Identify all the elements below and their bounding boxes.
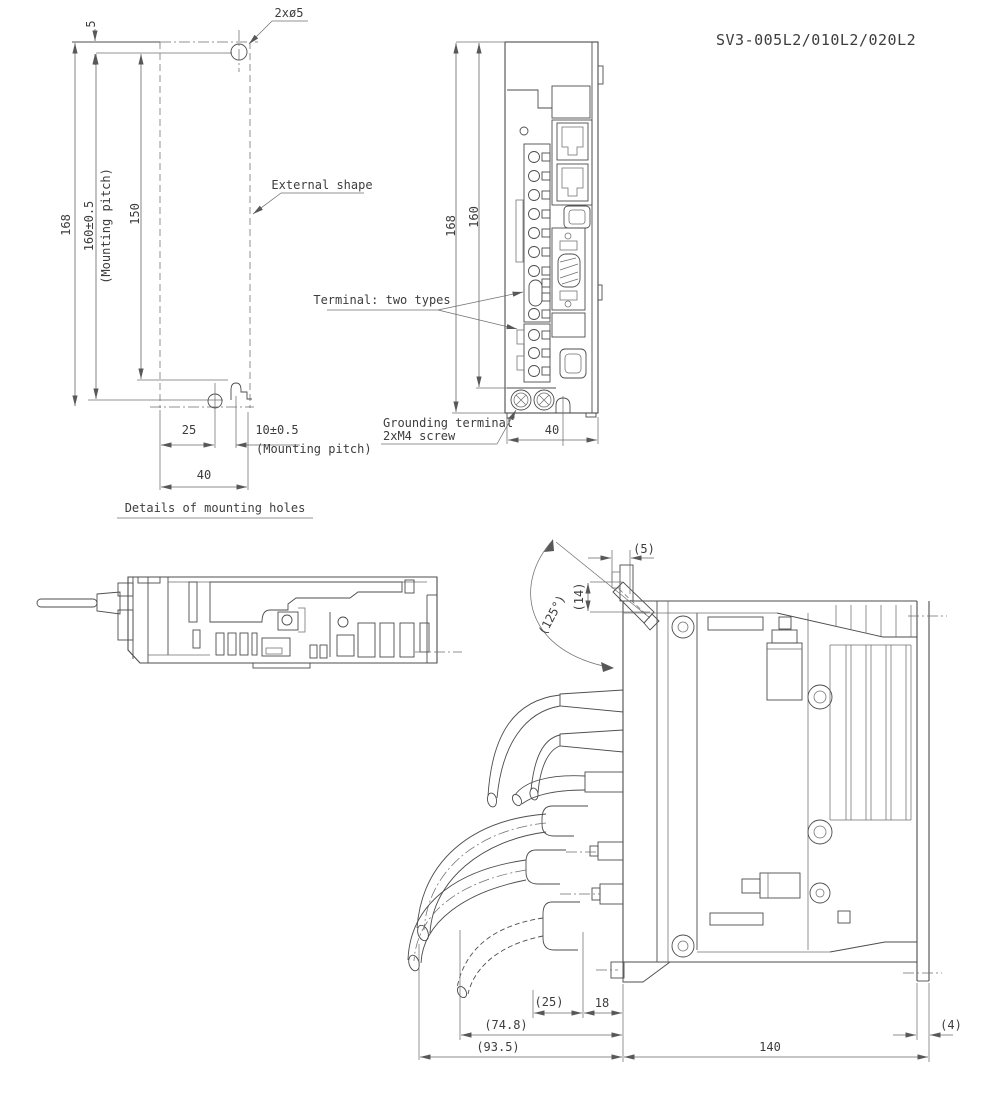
capacitor <box>766 629 803 701</box>
toggle-switch <box>36 582 134 641</box>
dim-hole-offset: 25 <box>182 423 196 437</box>
dim-mount-pitch: 160±0.5 <box>82 201 96 252</box>
hole-callout-label: 2xø5 <box>275 6 304 20</box>
pcb-screws <box>807 684 833 904</box>
dim-body-depth: 140 <box>759 1040 781 1054</box>
dim-mount-pitch-note: (Mounting pitch) <box>99 168 113 284</box>
front-view: 168 160 40 Terminal: two types Grounding… <box>313 41 604 446</box>
usb-connector-top <box>563 205 591 229</box>
cable-connectors <box>559 689 624 905</box>
dim-lever-angle: (125°) <box>536 593 569 638</box>
dim-front-offset: 18 <box>595 996 609 1010</box>
rj45-jack-bottom <box>556 163 589 202</box>
side-view: (125°) (5) (14) <box>407 539 962 1062</box>
usb-connector-bottom <box>559 348 587 379</box>
drawing-title: SV3-005L2/010L2/020L2 <box>716 31 916 49</box>
external-shape-label: External shape <box>271 178 372 192</box>
dim-front-height: 168 <box>444 215 458 237</box>
dim-top-offset: 5 <box>84 20 98 27</box>
dim-hole-pitch: 10±0.5 <box>255 423 298 437</box>
dsub-connector <box>551 227 586 311</box>
terminal-block-2 <box>516 323 551 383</box>
dim-hole-pitch-note: (Mounting pitch) <box>256 442 372 456</box>
heatsink-fins <box>829 644 912 821</box>
dim-cable-depth: (74.8) <box>484 1018 527 1032</box>
top-view <box>36 576 462 669</box>
grounding-screw-left <box>510 389 532 411</box>
dim-cable-clearance: (25) <box>535 995 564 1009</box>
rear-view-caption: Details of mounting holes <box>125 501 306 515</box>
cables <box>407 694 586 999</box>
release-lever <box>611 564 660 631</box>
rear-view-mounting-holes: 2xø5 5 168 160±0.5 (Mounting pitch) 150 … <box>59 6 373 519</box>
dim-inner: 150 <box>128 203 142 225</box>
dim-front-width: 40 <box>545 423 559 437</box>
internal-connector <box>741 872 801 899</box>
dim-width: 40 <box>197 468 211 482</box>
terminal-block-1 <box>515 143 551 323</box>
grounding-label-line2: 2xM4 screw <box>383 429 456 443</box>
corner-screw-top <box>671 615 695 639</box>
corner-screw-bottom <box>671 934 695 958</box>
dim-lever-height: (14) <box>572 583 586 612</box>
dim-front-inner-height: 160 <box>467 206 481 228</box>
cable-hooks <box>525 805 600 951</box>
dim-total-front: (93.5) <box>476 1040 519 1054</box>
rj45-jack-top <box>556 122 589 161</box>
dim-din-clip: (4) <box>940 1018 962 1032</box>
dim-lever-offset: (5) <box>633 542 655 556</box>
dim-height: 168 <box>59 214 73 236</box>
grounding-label-line1: Grounding terminal <box>383 416 513 430</box>
terminal-label: Terminal: two types <box>313 293 450 307</box>
grounding-screw-right <box>533 389 555 411</box>
